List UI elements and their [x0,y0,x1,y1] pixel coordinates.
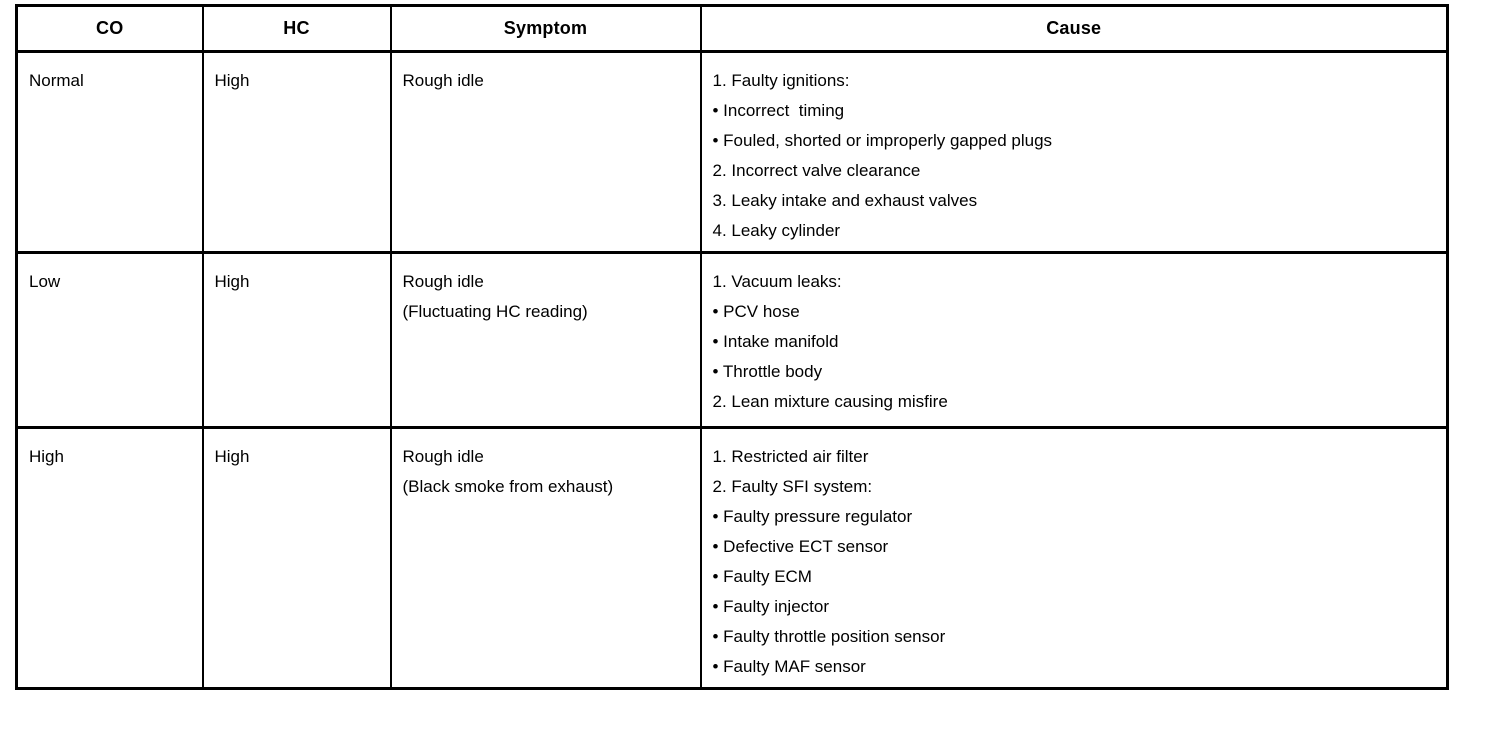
column-header-cause: Cause [699,4,1449,53]
cell-cause: 1. Faulty ignitions: • Incorrect timing … [699,50,1449,254]
column-header-hc: HC [201,4,392,53]
cell-cause: 1. Vacuum leaks: • PCV hose • Intake man… [699,251,1449,429]
cell-co: High [15,426,204,690]
header-row: CO HC Symptom Cause [15,4,1449,53]
cell-hc: High [201,251,392,429]
cell-cause: 1. Restricted air filter 2. Faulty SFI s… [699,426,1449,690]
column-header-symptom: Symptom [389,4,702,53]
cell-symptom: Rough idle [389,50,702,254]
table-row: Low High Rough idle (Fluctuating HC read… [15,251,1449,429]
cell-co: Low [15,251,204,429]
table-row: Normal High Rough idle 1. Faulty ignitio… [15,50,1449,254]
cell-symptom: Rough idle (Fluctuating HC reading) [389,251,702,429]
cell-symptom: Rough idle (Black smoke from exhaust) [389,426,702,690]
emission-diagnostic-table: CO HC Symptom Cause Normal High Rough id… [15,4,1449,690]
cell-co: Normal [15,50,204,254]
table-row: High High Rough idle (Black smoke from e… [15,426,1449,690]
column-header-co: CO [15,4,204,53]
cell-hc: High [201,426,392,690]
cell-hc: High [201,50,392,254]
